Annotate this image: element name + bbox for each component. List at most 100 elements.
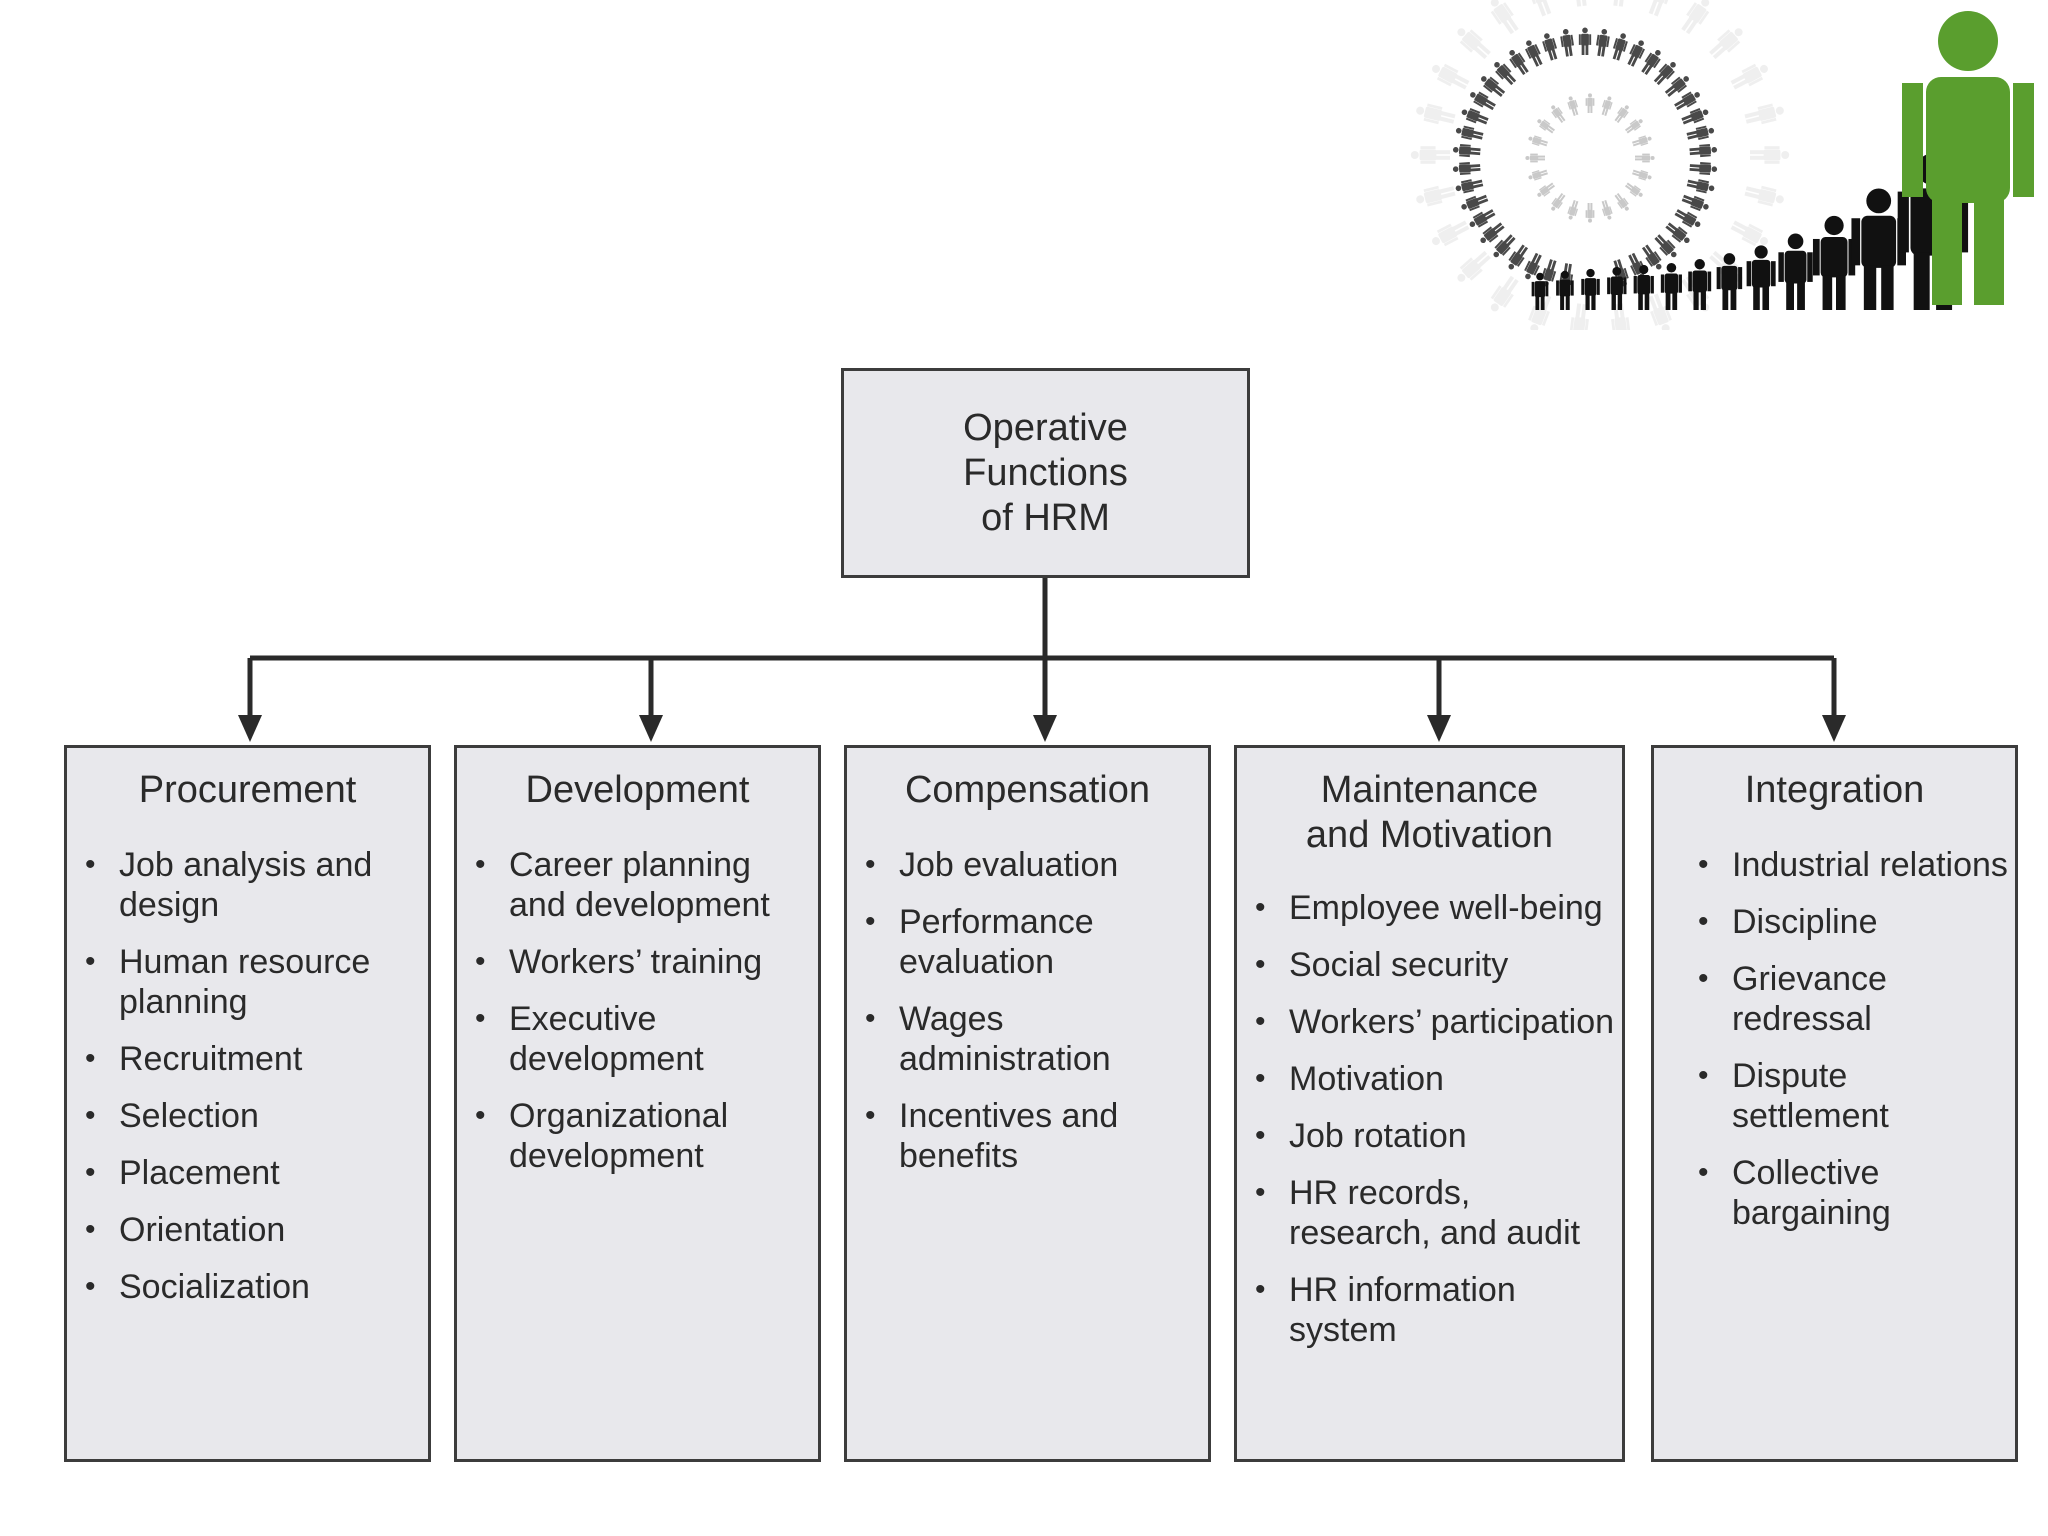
spiral-figure-icon	[1689, 143, 1718, 158]
faint-figure-icon	[1528, 0, 1552, 17]
list-item-text: HR information system	[1289, 1271, 1516, 1349]
list-item: •Performance evaluation	[861, 902, 1202, 982]
line-figure-icon	[1778, 233, 1813, 310]
inner-figure-icon	[1567, 96, 1579, 116]
list-item-text: Human resource planning	[119, 943, 371, 1021]
list-item-text: Career planning and development	[509, 846, 770, 924]
bullet-icon: •	[1255, 948, 1266, 981]
spiral-figure-icon	[1674, 209, 1701, 228]
list-item: •Employee well-being	[1251, 888, 1616, 928]
line-figure-icon	[1556, 270, 1574, 310]
faint-figure-icon	[1575, 0, 1587, 7]
category-title: Maintenance and Motivation	[1305, 769, 1554, 856]
list-item: •Social security	[1251, 945, 1616, 985]
category-title: Integration	[1744, 769, 1925, 811]
faint-figure-icon	[1410, 146, 1450, 164]
faint-figure-icon	[1730, 220, 1768, 247]
inner-figure-icon	[1624, 119, 1643, 134]
faint-figure-icon	[1569, 303, 1589, 330]
list-item: •Workers’ training	[471, 942, 812, 982]
bullet-icon: •	[1698, 1156, 1709, 1189]
bullet-icon: •	[85, 1156, 96, 1189]
list-item: •Career planning and development	[471, 845, 812, 925]
category-procurement: Procurement •Job analysis and design • Hum…	[64, 745, 431, 1462]
bullet-icon: •	[85, 1042, 96, 1075]
category-list: •Industrial relations • Discipline •Grievan…	[1654, 845, 2015, 1233]
list-item-text: Motivation	[1289, 1060, 1444, 1098]
people-spiral-logo	[1410, 0, 2034, 330]
list-item: •Industrial relations	[1694, 845, 2009, 885]
inner-figure-icon	[1528, 169, 1548, 181]
spiral-figure-icon	[1525, 40, 1543, 67]
list-item: •Wages administration	[861, 999, 1202, 1079]
bullet-icon: •	[1255, 1062, 1266, 1095]
faint-figure-icon	[1432, 220, 1470, 247]
inner-figure-icon	[1567, 200, 1579, 220]
spiral-figure-icon	[1480, 222, 1505, 244]
list-item: •Orientation	[81, 1210, 422, 1250]
inner-figure-icon	[1601, 96, 1613, 116]
bullet-icon: •	[85, 945, 96, 978]
spiral-figure-icon	[1689, 161, 1718, 176]
inner-figure-icon	[1601, 200, 1613, 220]
spiral-figure-icon	[1461, 194, 1489, 212]
inner-figure-icon	[1632, 135, 1652, 147]
root-title: Operative Functions of HRM	[963, 406, 1128, 539]
list-item-text: Placement	[119, 1154, 280, 1192]
bullet-icon: •	[475, 1099, 486, 1132]
category-title: Procurement	[138, 769, 357, 811]
spiral-figure-icon	[1455, 125, 1484, 141]
list-item: • Organizational development	[471, 1096, 812, 1176]
green-leader-figure-icon	[1902, 11, 2034, 305]
arrow-head-compensation	[1033, 715, 1057, 742]
list-item-text: Dispute settlement	[1732, 1057, 1889, 1135]
list-item: •Job rotation	[1251, 1116, 1616, 1156]
list-item: •Grievance redressal	[1694, 959, 2009, 1039]
faint-figure-icon	[1648, 0, 1672, 17]
list-item-text: Grievance redressal	[1732, 960, 1887, 1038]
bullet-icon: •	[1255, 1005, 1266, 1038]
list-item-text: Wages administration	[899, 1000, 1111, 1078]
spiral-figure-icon	[1686, 125, 1715, 141]
spiral-figure-icon	[1461, 107, 1489, 125]
inner-figure-icon	[1528, 135, 1548, 147]
spiral-figure-icon	[1524, 252, 1542, 280]
bullet-icon: •	[1255, 1119, 1266, 1152]
inner-figure-icon	[1537, 182, 1556, 197]
spiral-figure-icon	[1470, 91, 1496, 111]
bullet-icon: •	[1255, 1176, 1266, 1209]
spiral-figure-icon	[1681, 107, 1709, 125]
spiral-figure-icon	[1596, 29, 1610, 57]
category-maintenance-motivation: Maintenance and Motivation •Employee wel…	[1234, 745, 1625, 1462]
inner-figure-icon	[1614, 192, 1629, 211]
category-list: •Job evaluation •Performance evaluation •W…	[847, 845, 1208, 1176]
list-item-text: Workers’ training	[509, 943, 763, 981]
faint-figure-icon	[1613, 0, 1625, 7]
faint-figure-icon	[1432, 63, 1470, 90]
line-figure-icon	[1660, 262, 1682, 310]
bullet-icon: •	[1255, 891, 1266, 924]
faint-figure-icon	[1744, 185, 1784, 207]
category-title: Compensation	[904, 769, 1151, 811]
inner-figure-icon	[1537, 119, 1556, 134]
inner-figure-icon	[1585, 203, 1595, 223]
list-item-text: Socialization	[119, 1268, 310, 1306]
list-item-text: Job evaluation	[899, 846, 1119, 884]
list-item-text: Collective bargaining	[1732, 1154, 1891, 1232]
inner-figure-icon	[1551, 105, 1566, 124]
list-item-text: Organizational development	[509, 1097, 729, 1175]
spiral-figure-icon	[1469, 209, 1496, 228]
list-item-text: Discipline	[1732, 903, 1878, 941]
category-integration: Integration •Industrial relations • Discip…	[1651, 745, 2018, 1462]
arrow-head-development	[639, 715, 663, 742]
spiral-figure-icon	[1452, 161, 1481, 176]
list-item: • Collective bargaining	[1694, 1153, 2009, 1233]
bullet-icon: •	[85, 1099, 96, 1132]
faint-figure-icon	[1611, 303, 1631, 330]
faint-figure-icon	[1490, 0, 1519, 35]
list-item: •Job analysis and design	[81, 845, 422, 925]
spiral-figure-icon	[1686, 179, 1715, 194]
list-item: •Job evaluation	[861, 845, 1202, 885]
arrow-head-maintenance	[1427, 715, 1451, 742]
spiral-figure-icon	[1455, 179, 1484, 194]
